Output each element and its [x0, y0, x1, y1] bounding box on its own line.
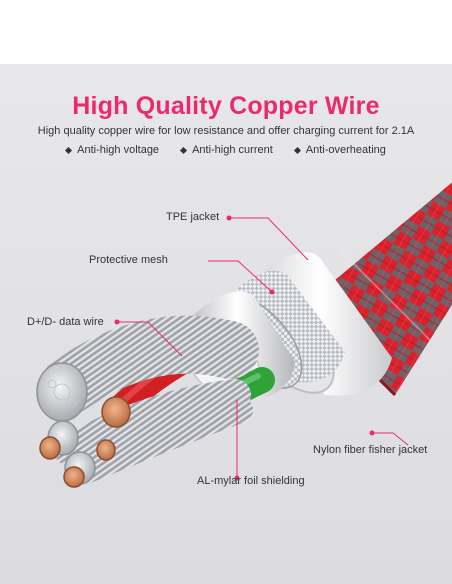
feature-label: Anti-high current [192, 144, 273, 156]
feature-item: Anti-overheating [293, 144, 386, 156]
page-title: High Quality Copper Wire [72, 92, 380, 120]
callout-line-mylar [234, 400, 240, 481]
inner-conductors [41, 315, 275, 483]
callout-label-tpe-jacket: TPE jacket [166, 211, 220, 223]
callout-line-mesh [208, 260, 275, 295]
feature-label: Anti-overheating [305, 144, 386, 156]
top-band [0, 0, 452, 64]
callout-label-protective-mesh: Protective mesh [89, 254, 168, 266]
feature-list: Anti-high voltage Anti-high current Anti… [0, 144, 452, 156]
feature-label: Anti-high voltage [77, 144, 160, 156]
callout-line-nylon [369, 430, 409, 446]
feature-item: Anti-high voltage [65, 144, 160, 156]
subtitle: High quality copper wire for low resista… [37, 125, 415, 137]
callout-label-mylar-shielding: AL-mylar foil shielding [197, 475, 305, 487]
callout-lines [114, 215, 409, 481]
callout-line-data-wire [114, 319, 183, 357]
feature-item: Anti-high current [180, 144, 273, 156]
wire-end-faces [36, 362, 131, 488]
callout-line-tpe [226, 215, 309, 261]
callout-label-data-wire: D+/D- data wire [27, 316, 104, 328]
callout-label-nylon-jacket: Nylon fiber fisher jacket [313, 444, 428, 456]
